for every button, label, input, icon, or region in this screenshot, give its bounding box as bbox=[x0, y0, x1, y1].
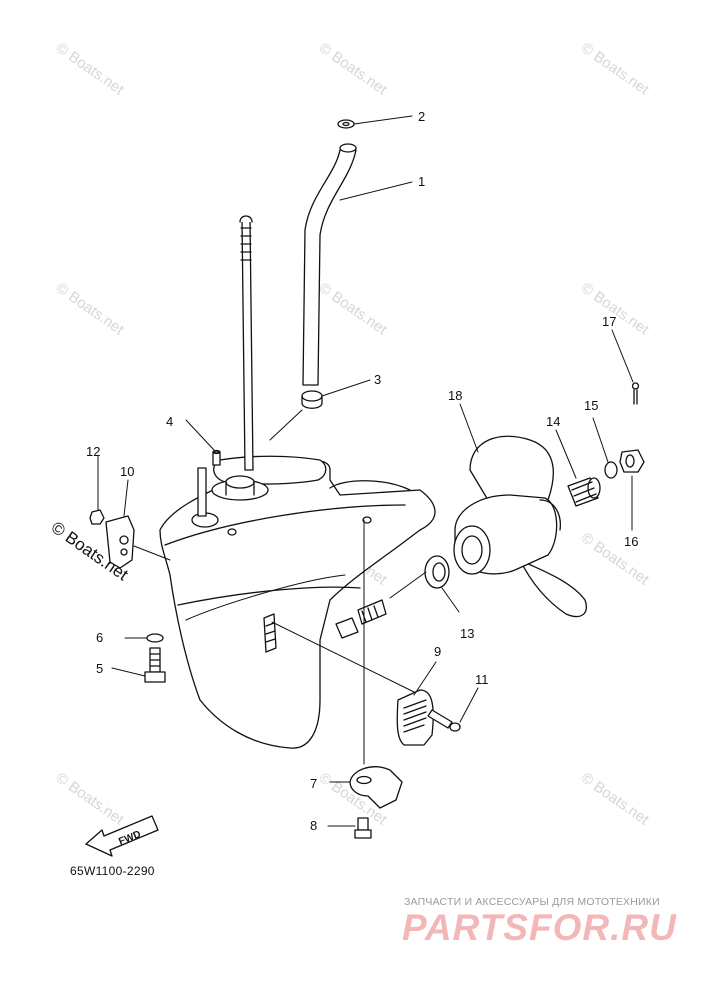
brand-tagline: ЗАПЧАСТИ И АКСЕССУАРЫ ДЛЯ МОТОТЕХНИКИ bbox=[404, 896, 660, 908]
watermark: © Boats.net bbox=[316, 39, 391, 98]
stud bbox=[197, 467, 207, 517]
fwd-arrow-icon: FWD bbox=[85, 815, 159, 857]
part-7-anode bbox=[349, 766, 403, 809]
part-17-cotter-pin bbox=[631, 382, 640, 405]
watermark: © Boats.net bbox=[316, 279, 391, 338]
callout-14: 14 bbox=[546, 414, 560, 429]
part-8-bolt bbox=[354, 817, 372, 839]
callout-labels: 2 1 3 4 12 10 6 5 7 8 9 11 13 18 14 15 1… bbox=[86, 109, 638, 833]
watermark: © Boats.net bbox=[578, 39, 653, 98]
part-10-bracket bbox=[105, 515, 135, 569]
watermark: © Boats.net bbox=[53, 769, 128, 828]
part-15-washer bbox=[604, 461, 618, 479]
callout-1: 1 bbox=[418, 174, 425, 189]
callout-7: 7 bbox=[310, 776, 317, 791]
callout-16: 16 bbox=[624, 534, 638, 549]
callout-3: 3 bbox=[374, 372, 381, 387]
callout-4: 4 bbox=[166, 414, 173, 429]
part-16-nut bbox=[619, 449, 645, 473]
callout-12: 12 bbox=[86, 444, 100, 459]
part-9-cover bbox=[396, 689, 434, 746]
part-5-bolt bbox=[144, 647, 166, 683]
watermark: © Boats.net bbox=[578, 529, 653, 588]
callout-17: 17 bbox=[602, 314, 616, 329]
lower-casing bbox=[159, 455, 436, 749]
part-13-thrust-washer bbox=[424, 555, 450, 589]
diagram-reference-code: 65W1100-2290 bbox=[70, 864, 155, 878]
callout-18: 18 bbox=[448, 388, 462, 403]
part-3-seal bbox=[301, 390, 323, 402]
callout-10: 10 bbox=[120, 464, 134, 479]
drive-shaft bbox=[239, 215, 254, 471]
part-14-spacer bbox=[567, 477, 601, 507]
part-12-nut bbox=[89, 509, 105, 525]
part-4-dowel bbox=[212, 451, 221, 466]
part-18-propeller bbox=[453, 435, 587, 618]
callout-6: 6 bbox=[96, 630, 103, 645]
callout-9: 9 bbox=[434, 644, 441, 659]
callout-5: 5 bbox=[96, 661, 103, 676]
part-2-grommet bbox=[337, 119, 355, 129]
watermark: © Boats.net bbox=[578, 769, 653, 828]
watermark: © Boats.net bbox=[578, 279, 653, 338]
callout-11: 11 bbox=[475, 672, 489, 687]
brand-logo[interactable]: PARTSFOR.RU bbox=[402, 907, 677, 948]
callout-13: 13 bbox=[460, 626, 474, 641]
part-1-water-tube bbox=[302, 149, 357, 386]
part-11-screw bbox=[427, 709, 461, 732]
part-6-washer bbox=[146, 633, 164, 643]
callout-15: 15 bbox=[584, 398, 598, 413]
callout-2: 2 bbox=[418, 109, 425, 124]
watermark: © Boats.net bbox=[53, 39, 128, 98]
leader-lines bbox=[97, 115, 634, 827]
callout-8: 8 bbox=[310, 818, 317, 833]
watermark: © Boats.net bbox=[53, 279, 128, 338]
